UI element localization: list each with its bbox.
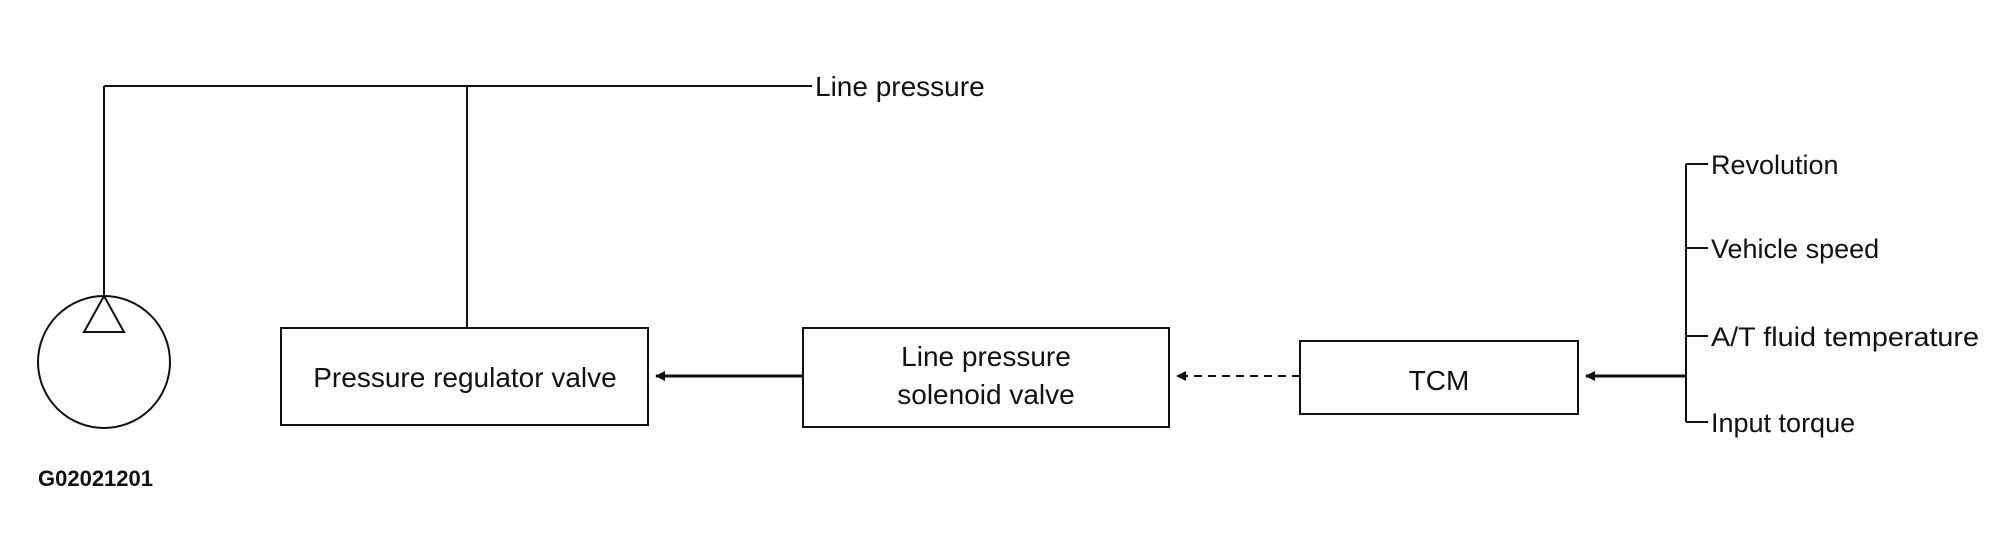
input-label-fluid-temperature: A/T fluid temperature [1711,322,1979,352]
solenoid-valve-label-line1: Line pressure [901,341,1071,372]
input-label-revolution: Revolution [1711,150,1839,180]
figure-id: G02021201 [38,466,153,491]
solenoid-valve-label-line2: solenoid valve [897,379,1074,410]
line-pressure-solenoid-valve-box: Line pressure solenoid valve [802,327,1170,428]
input-label-vehicle-speed: Vehicle speed [1711,234,1879,264]
tcm-label: TCM [1409,365,1470,396]
tcm-input-bracket [1685,163,1708,423]
oil-pump-symbol [37,293,171,429]
pump-circle [37,295,171,429]
input-label-input-torque: Input torque [1711,408,1855,438]
tcm-box: TCM [1299,340,1579,415]
pump-triangle-icon [82,293,126,333]
pressure-regulator-valve-label: Pressure regulator valve [313,362,616,393]
line-pressure-line [103,85,812,328]
line-pressure-label: Line pressure [815,71,985,102]
pressure-regulator-valve-box: Pressure regulator valve [280,327,649,426]
